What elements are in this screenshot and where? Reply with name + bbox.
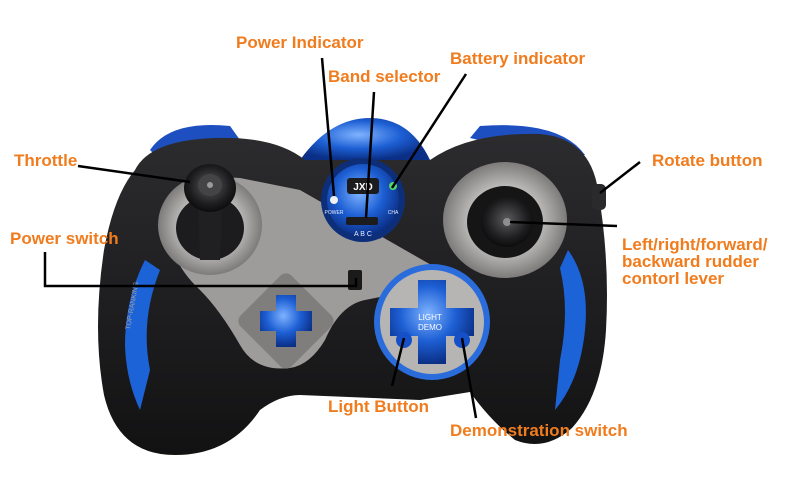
rudder-lever-center [503, 218, 511, 226]
leader-power-switch [43, 252, 358, 288]
leader-rudder-lever [509, 220, 618, 228]
logo-plate [347, 178, 379, 194]
label-battery-indicator: Battery indicator [450, 49, 586, 68]
label-power-indicator: Power Indicator [236, 33, 364, 52]
label-power-switch: Power switch [10, 229, 119, 248]
device-band-letters: A B C [354, 231, 372, 238]
leader-rotate-button [599, 161, 641, 194]
band-selector-slider[interactable] [346, 217, 378, 225]
leader-demonstration-switch [460, 337, 478, 419]
leader-power-indicator [320, 57, 336, 197]
leader-band-selector [364, 91, 376, 219]
label-throttle: Throttle [14, 151, 78, 170]
device-logo-text: JXD [353, 182, 372, 193]
leader-light-button [390, 337, 406, 387]
action-cross[interactable] [390, 280, 474, 364]
control-panel [327, 164, 399, 236]
label-rudder-lever-line-1: Left/right/forward/ [622, 235, 768, 254]
rear-dome [300, 118, 430, 160]
throttle-stick-center [207, 182, 213, 188]
device-battery-text: CHA [388, 210, 399, 216]
left-blue-stripe [125, 260, 160, 410]
left-dpad[interactable] [260, 295, 312, 347]
label-rudder-lever-line-2: backward rudder [622, 252, 759, 271]
label-light-button: Light Button [328, 397, 430, 416]
label-rotate-button: Rotate button [652, 151, 763, 170]
device-demo-text: DEMO [418, 323, 442, 332]
rotate-button[interactable] [592, 184, 606, 210]
device-light-text: LIGHT [418, 313, 442, 322]
leader-throttle [77, 164, 191, 184]
left-stick-shaft [198, 205, 222, 260]
leader-battery-indicator [390, 73, 468, 189]
label-band-selector: Band selector [328, 67, 441, 86]
device-power-text: POWER [325, 210, 344, 216]
label-demonstration-switch: Demonstration switch [450, 421, 628, 440]
power-indicator-led [330, 196, 338, 204]
label-rudder-lever-line-3: contorl lever [622, 269, 725, 288]
right-blue-stripe [555, 250, 586, 410]
leader-lines [43, 57, 641, 419]
